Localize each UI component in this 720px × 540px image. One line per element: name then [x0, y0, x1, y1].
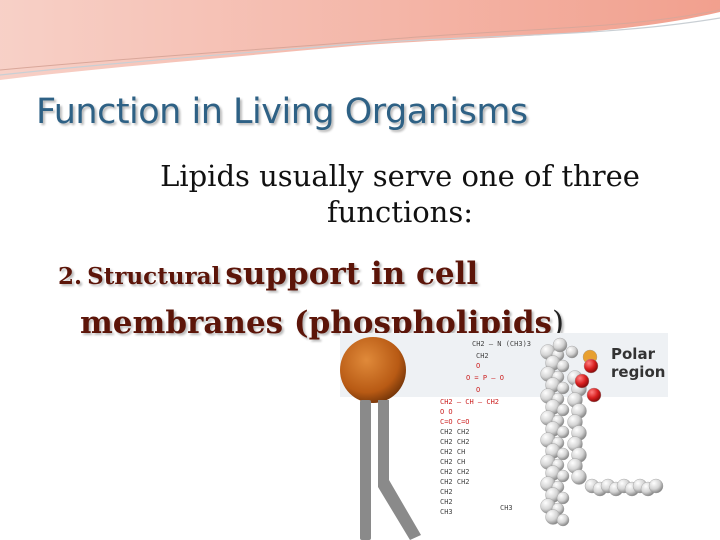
chem-label: CH2 CH2	[440, 468, 470, 476]
chem-label: CH2 CH2	[440, 478, 470, 486]
polar-region-label: Polar region	[611, 345, 666, 381]
oxygen-atom	[583, 358, 599, 374]
carbon-atom	[552, 337, 568, 353]
chem-label: O	[476, 386, 480, 394]
oxygen-atom	[586, 387, 602, 403]
chem-label: CH2 – CH – CH2	[440, 398, 499, 406]
top-wave-decoration	[0, 0, 720, 80]
carbon-atom	[571, 469, 587, 485]
chem-label: CH2 CH2	[440, 438, 470, 446]
chem-label: CH2 CH	[440, 448, 465, 456]
phospholipid-icon	[340, 337, 421, 540]
hydrogen-atom	[556, 403, 570, 417]
point-number: 2.	[58, 263, 83, 290]
chem-label: O	[476, 362, 480, 370]
chem-label: CH2	[476, 352, 489, 360]
tail-right	[378, 400, 421, 540]
hydrogen-atom	[556, 469, 570, 483]
hydrogen-atom	[556, 447, 570, 461]
chem-label: O O	[440, 408, 453, 416]
hydrogen-atom	[556, 425, 570, 439]
tail-left	[360, 400, 371, 540]
intro-text: Lipids usually serve one of three functi…	[160, 159, 640, 229]
chem-label: CH3	[500, 504, 513, 512]
point-close: )	[551, 305, 565, 341]
chem-label: CH2 CH2	[440, 428, 470, 436]
polar-head-icon	[340, 337, 406, 403]
carbon-atom	[648, 478, 664, 494]
slide-title: Function in Living Organisms	[36, 92, 528, 132]
hydrogen-atom	[556, 381, 570, 395]
point-label: Structural	[87, 263, 221, 290]
hydrogen-atom	[556, 491, 570, 505]
space-filling-model	[540, 337, 664, 527]
chem-label: CH2	[440, 498, 453, 506]
chem-label: CH3	[440, 508, 453, 516]
chem-label: CH2 CH	[440, 458, 465, 466]
carbon-atom	[565, 345, 579, 359]
oxygen-atom	[574, 373, 590, 389]
hydrogen-atom	[556, 359, 570, 373]
chem-label: CH2 – N (CH3)3	[472, 340, 531, 348]
chem-label: O = P – O	[466, 374, 504, 382]
chem-label: CH2	[440, 488, 453, 496]
point-text-1: support in cell	[225, 256, 479, 292]
hydrogen-atom	[556, 513, 570, 527]
chem-label: C=O C=O	[440, 418, 470, 426]
